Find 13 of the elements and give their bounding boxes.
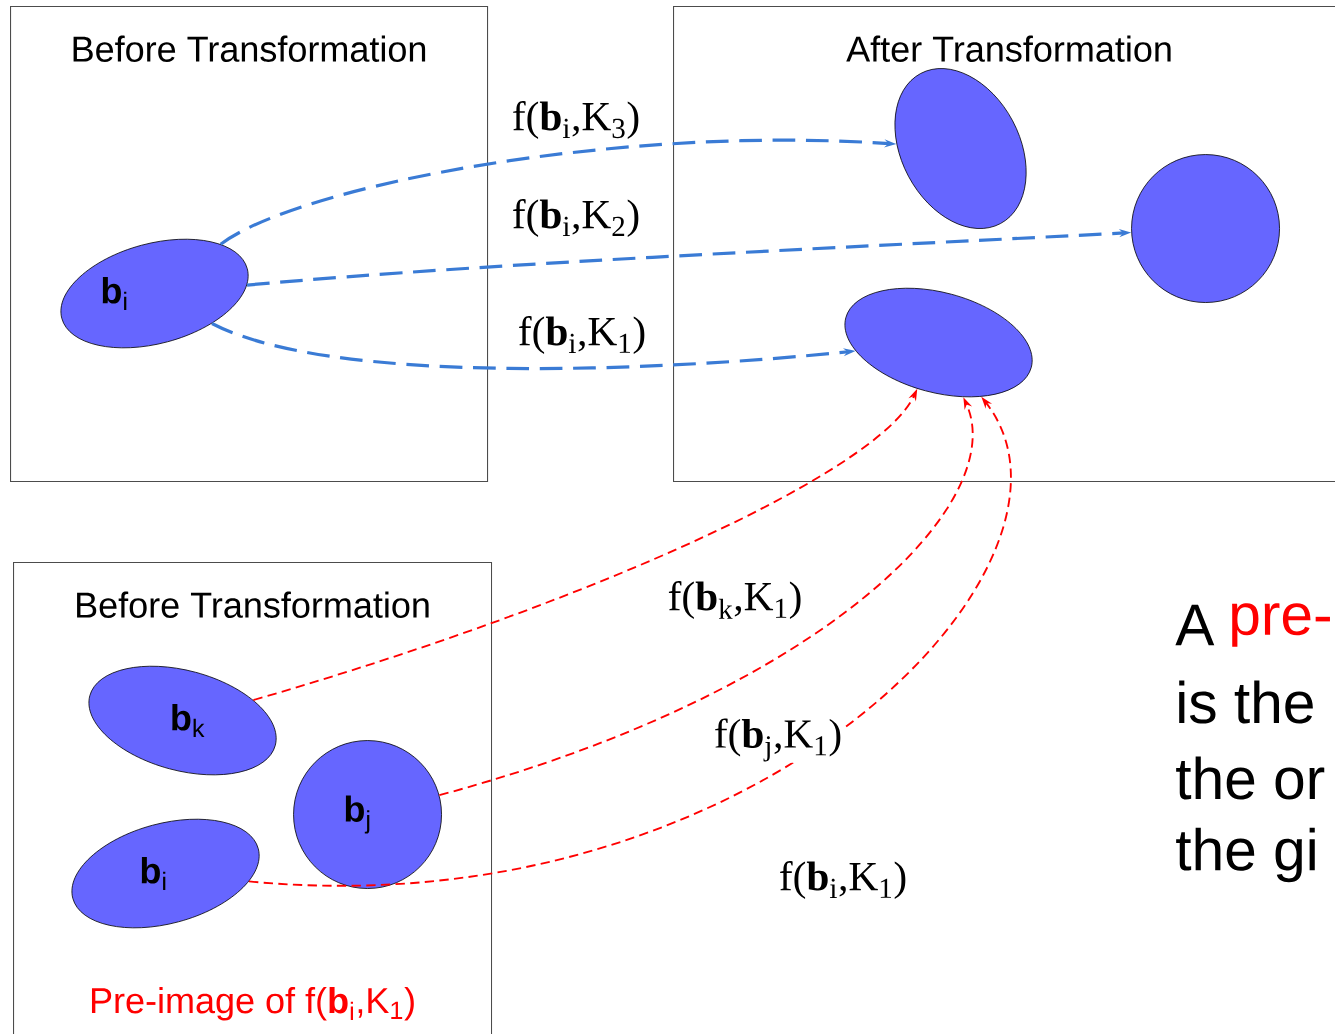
text-label: is the: [1179, 680, 1313, 724]
edge-label: f(b$_{i}$,K$_{3}$): [510, 99, 642, 141]
edge-label: f(b$_{i}$,K$_{2}$): [510, 197, 642, 239]
text-label: A: [1175, 604, 1215, 646]
text-label: pre-: [1232, 603, 1330, 647]
circle-shape: [1131, 154, 1280, 303]
panel-box: After Transformation: [673, 6, 1335, 483]
edge-label: f(b$_{i}$,K$_{1}$): [516, 314, 648, 356]
edge-label: f(b$_{k}$,K$_{1}$): [666, 579, 804, 621]
edge-label: f(b$_{i}$,K$_{1}$): [777, 859, 909, 901]
text-label: the or: [1176, 756, 1325, 800]
edge-label: f(b$_{j}$,K$_{1}$): [712, 717, 844, 763]
text-label: the gi: [1176, 827, 1315, 883]
